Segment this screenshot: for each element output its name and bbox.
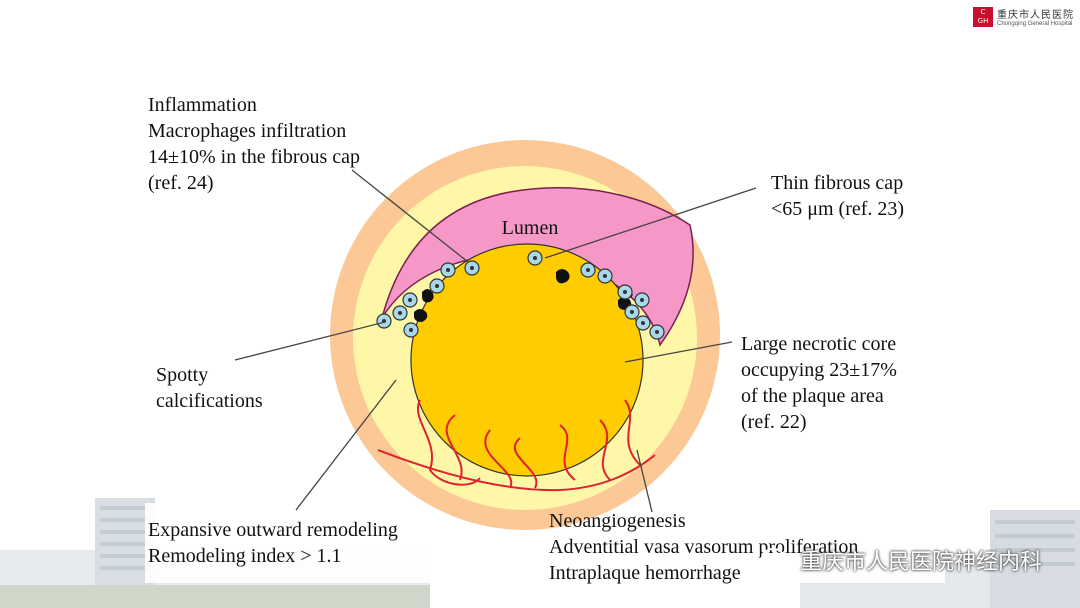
necrotic-core-line-1: Large necrotic core (741, 333, 897, 355)
logo-mark-icon: C GH (973, 6, 993, 27)
remodeling-annotation: Expansive outward remodeling Remodeling … (148, 517, 398, 569)
spotty-calcification-annotation: Spotty calcifications (156, 362, 263, 414)
leader-lines (234, 169, 757, 513)
neoangiogenesis-line-1: Neoangiogenesis (549, 510, 686, 532)
hospital-name-en: Chongqing General Hospital (997, 21, 1073, 27)
spotty-line-1: Spotty (156, 364, 209, 386)
remodeling-line-2: Remodeling index > 1.1 (148, 545, 342, 567)
necrotic-core-line-3: of the plaque area (741, 385, 884, 407)
thin-cap-annotation: Thin fibrous cap <65 μm (ref. 23) (771, 170, 904, 222)
watermark-text: 重庆市人民医院神经内科 (799, 550, 1042, 575)
wechat-watermark: 重庆市人民医院神经内科 (760, 544, 1042, 576)
inflammation-annotation: Inflammation Macrophages infiltration 14… (148, 92, 360, 196)
thin-cap-line-1: Thin fibrous cap (771, 172, 904, 194)
wechat-icon (760, 548, 792, 571)
necrotic-core-annotation: Large necrotic core occupying 23±17% of … (741, 331, 897, 435)
logo-mark-line2: GH (977, 16, 989, 25)
necrotic-core (410, 243, 644, 477)
logo-mark-line1: C (980, 7, 986, 16)
thin-cap-line-2: <65 μm (ref. 23) (771, 198, 905, 220)
necrotic-core-line-4: (ref. 22) (741, 411, 807, 433)
lumen-label: Lumen (502, 217, 559, 239)
inflammation-line-3: 14±10% in the fibrous cap (148, 146, 361, 168)
necrotic-core-line-2: occupying 23±17% (741, 359, 897, 381)
hospital-logo: C GH 重庆市人民医院 Chongqing General Hospital (973, 6, 1074, 27)
inflammation-line-2: Macrophages infiltration (148, 120, 347, 142)
hospital-name-cn: 重庆市人民医院 (997, 10, 1074, 21)
vasa-vasorum (377, 399, 656, 492)
spotty-line-2: calcifications (156, 390, 263, 412)
inflammation-line-1: Inflammation (148, 94, 257, 116)
inflammation-line-4: (ref. 24) (148, 172, 214, 194)
neoangiogenesis-line-3: Intraplaque hemorrhage (549, 562, 741, 584)
remodeling-line-1: Expansive outward remodeling (148, 519, 398, 541)
